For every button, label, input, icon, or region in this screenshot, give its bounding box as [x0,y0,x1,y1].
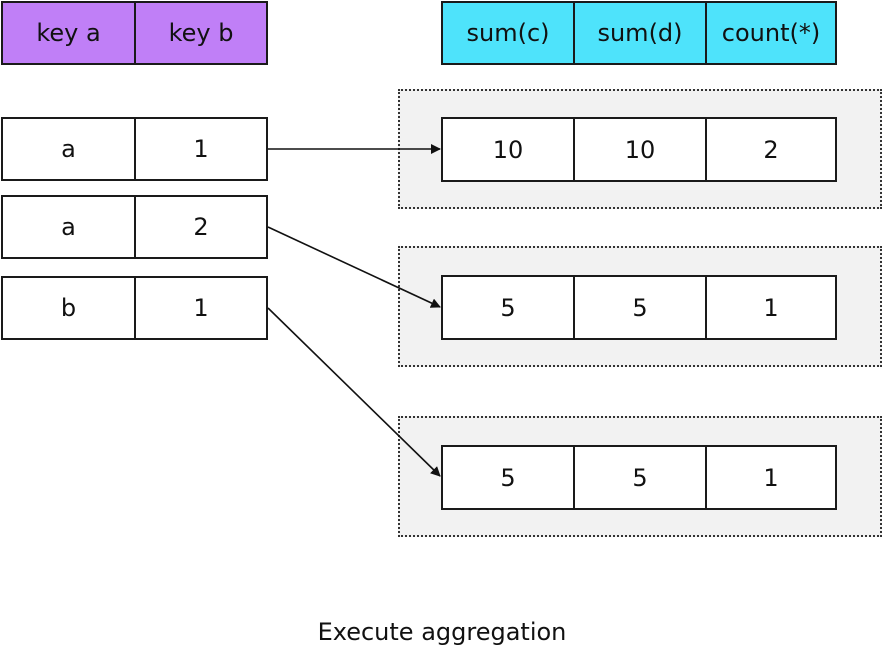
group-1-count: 2 [705,117,837,182]
input-row-3-key-b: 1 [134,276,268,340]
arrow-row3-to-group3 [267,307,441,477]
input-row-3-key-a: b [1,276,136,340]
group-3-count: 1 [705,445,837,510]
group-3-sum-c: 5 [441,445,575,510]
key-a-header: key a [1,1,136,65]
sum-d-header: sum(d) [573,1,707,65]
key-b-header: key b [134,1,268,65]
group-2-count: 1 [705,275,837,340]
input-row-2-key-b: 2 [134,195,268,259]
count-header: count(*) [705,1,837,65]
group-2-sum-c: 5 [441,275,575,340]
input-row-1-key-b: 1 [134,117,268,181]
group-1-sum-c: 10 [441,117,575,182]
diagram-caption: Execute aggregation [317,618,567,646]
group-2-sum-d: 5 [573,275,707,340]
sum-c-header: sum(c) [441,1,575,65]
arrow-row2-to-group2 [267,226,441,308]
group-1-sum-d: 10 [573,117,707,182]
input-row-1-key-a: a [1,117,136,181]
input-row-2-key-a: a [1,195,136,259]
